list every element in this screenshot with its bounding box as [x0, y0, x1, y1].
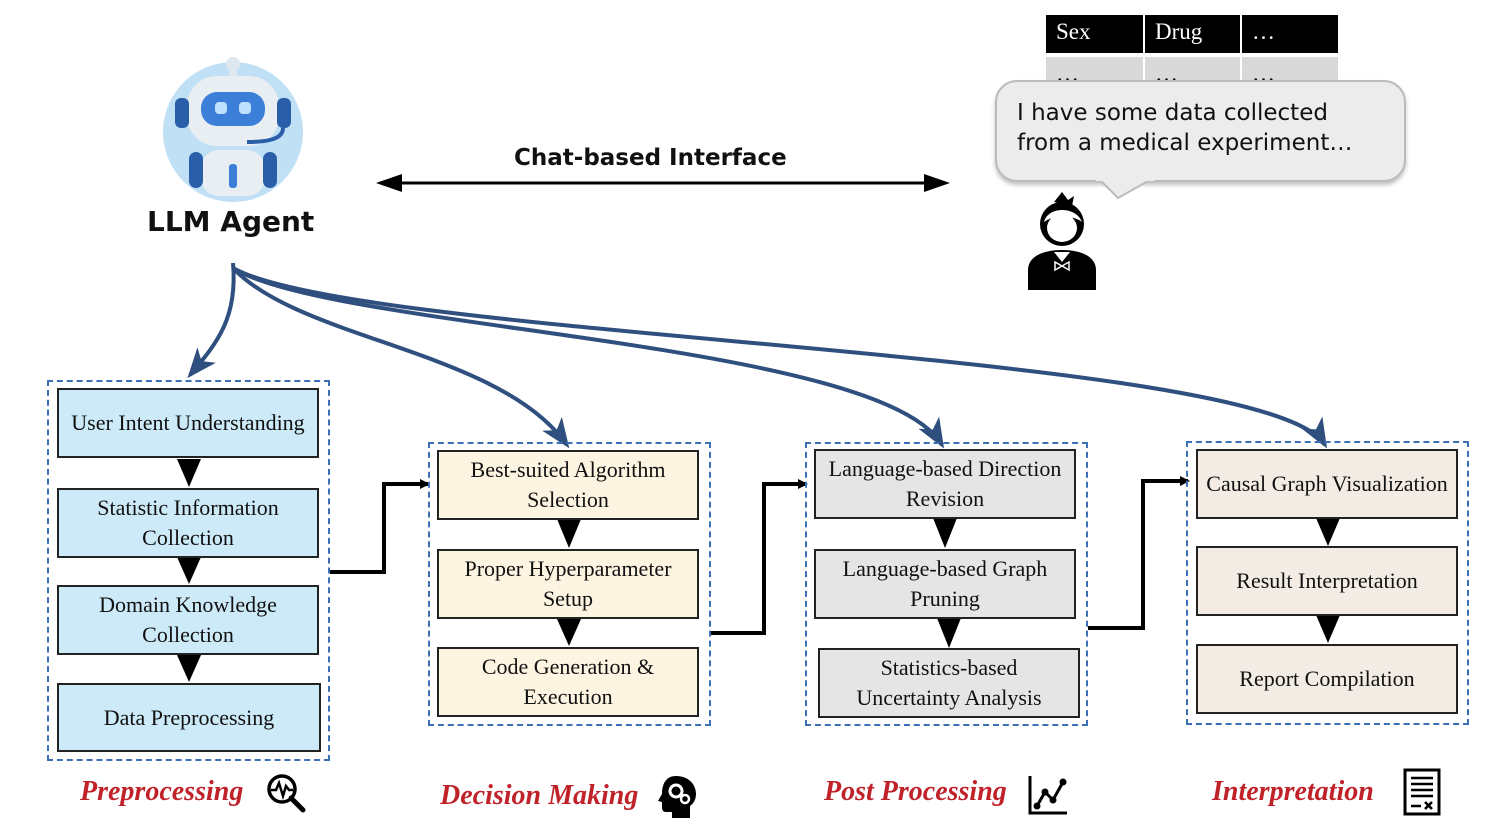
user-icon — [1024, 192, 1100, 290]
agent-label: LLM Agent — [147, 205, 315, 238]
table-header-cell: Drug — [1145, 15, 1240, 53]
arrow-to-preprocessing — [187, 262, 236, 379]
report-document-icon — [1403, 768, 1441, 816]
robot-icon — [155, 52, 311, 202]
arrow-to-postprocessing — [231, 266, 945, 449]
post-processing-group — [805, 442, 1088, 726]
table-header-cell: … — [1242, 15, 1338, 53]
step-causal-graph-visualization: Causal Graph Visualization — [1196, 449, 1458, 519]
table-header-cell: Sex — [1046, 15, 1143, 53]
bubble-line: from a medical experiment… — [1017, 130, 1353, 156]
step-report-compilation: Report Compilation — [1196, 644, 1458, 714]
step-direction-revision: Language-based Direction Revision — [814, 449, 1076, 519]
stage-label-interpretation: Interpretation — [1212, 776, 1374, 807]
decision-making-group — [428, 442, 711, 726]
arrow-to-decision — [231, 266, 570, 449]
step-domain-knowledge-collection: Domain Knowledge Collection — [57, 585, 319, 655]
interpretation-group — [1186, 441, 1469, 725]
stage-label-post-processing: Post Processing — [824, 776, 1007, 807]
line-chart-icon — [1027, 774, 1069, 816]
stage-label-decision-making: Decision Making — [440, 780, 639, 811]
preprocessing-group — [47, 380, 330, 761]
heartbeat-magnifier-icon — [265, 772, 307, 814]
bubble-line: I have some data collected — [1017, 100, 1328, 126]
step-algorithm-selection: Best-suited Algorithm Selection — [437, 450, 699, 520]
agent-dispatch-arrows — [187, 262, 1328, 449]
head-gears-icon — [656, 774, 698, 820]
user-speech-bubble: I have some data collected from a medica… — [995, 80, 1406, 182]
step-graph-pruning: Language-based Graph Pruning — [814, 549, 1076, 619]
step-data-preprocessing: Data Preprocessing — [57, 683, 321, 752]
step-uncertainty-analysis: Statistics-based Uncertainty Analysis — [818, 648, 1080, 718]
step-hyperparameter-setup: Proper Hyperparameter Setup — [437, 549, 699, 619]
chat-interface-label: Chat-based Interface — [514, 145, 787, 171]
step-user-intent-understanding: User Intent Understanding — [57, 388, 319, 458]
stage-label-preprocessing: Preprocessing — [80, 776, 244, 807]
stage-connectors — [330, 476, 1190, 635]
step-result-interpretation: Result Interpretation — [1196, 546, 1458, 616]
step-arrows — [177, 459, 1340, 682]
step-code-generation-execution: Code Generation & Execution — [437, 647, 699, 717]
chat-double-arrow — [376, 174, 950, 192]
step-statistic-information-collection: Statistic Information Collection — [57, 488, 319, 558]
arrow-to-interpretation — [232, 266, 1328, 449]
